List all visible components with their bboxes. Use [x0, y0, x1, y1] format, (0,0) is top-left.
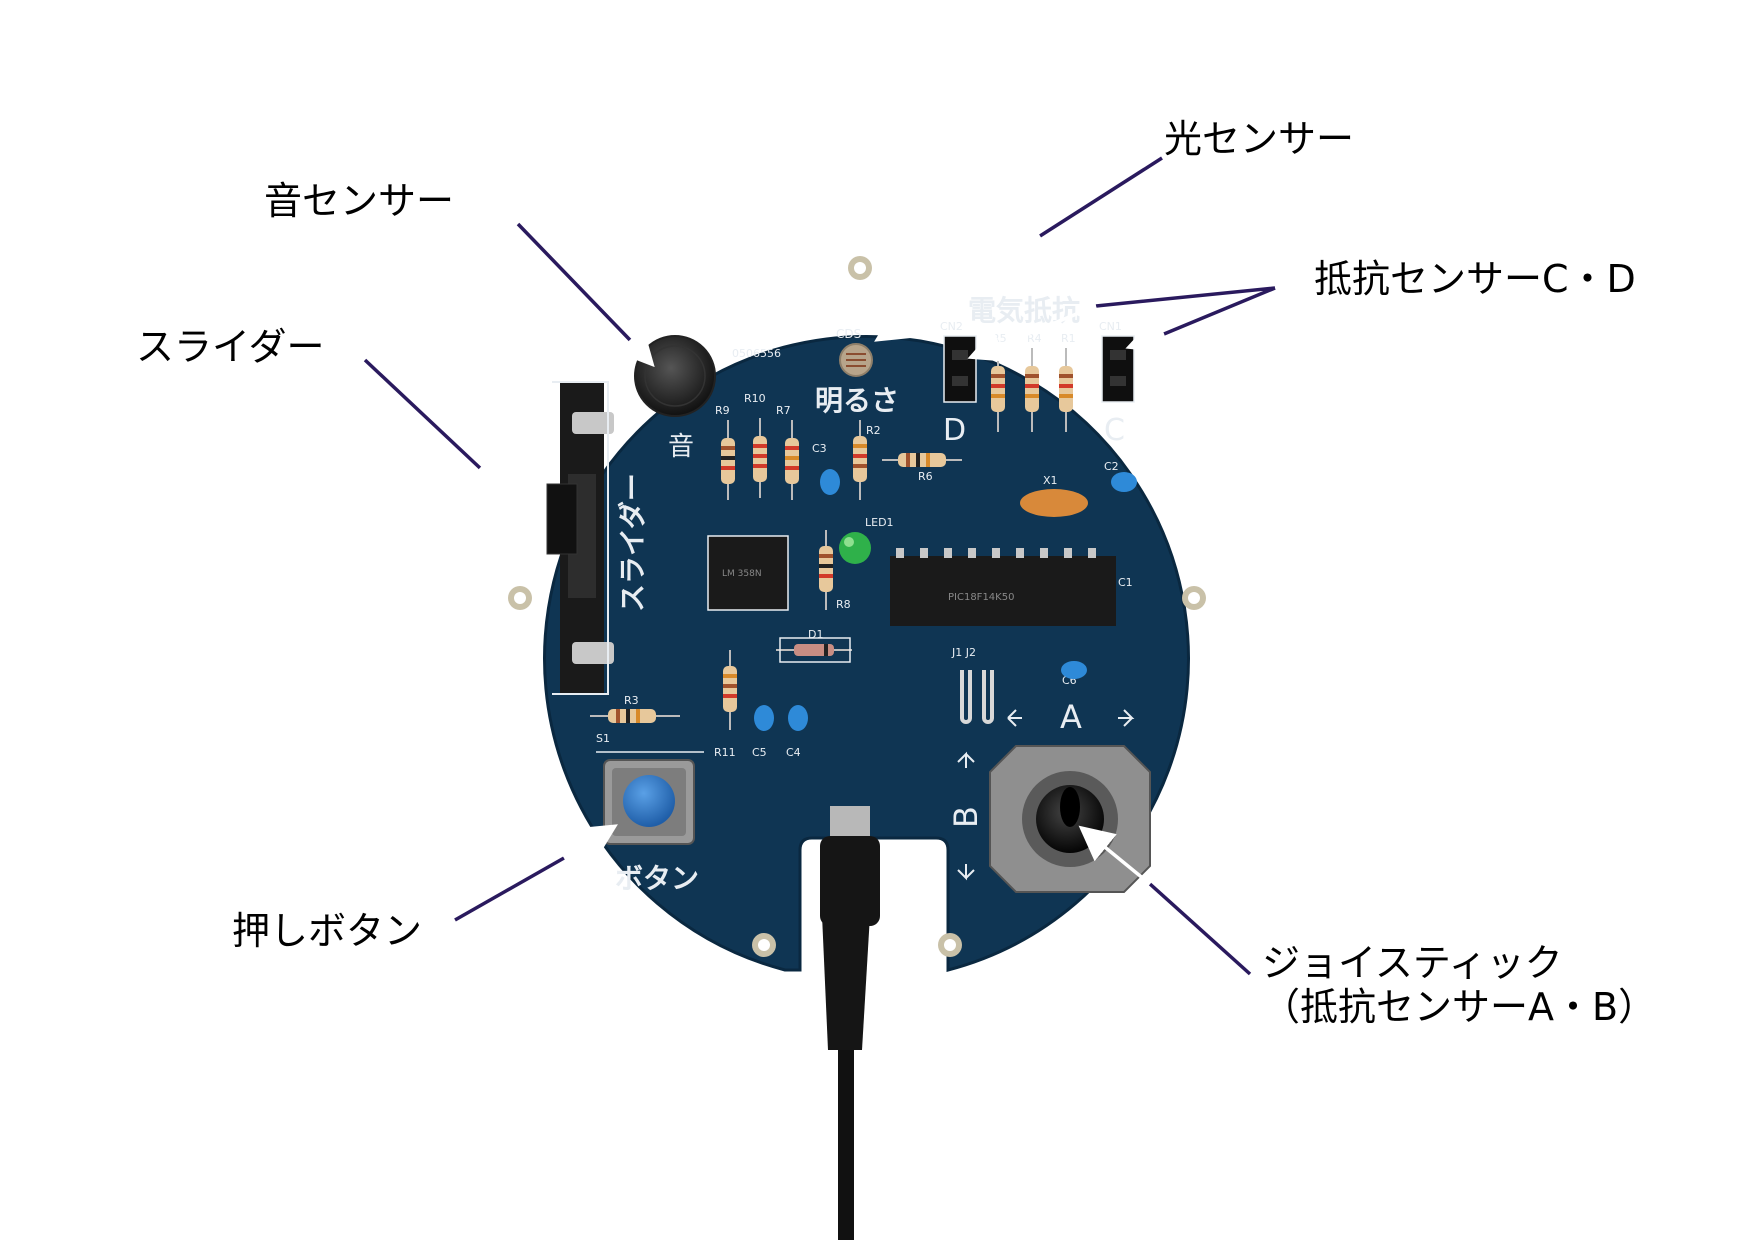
label-r9: R9 — [715, 404, 730, 417]
diode-d1 — [776, 637, 852, 663]
label-r1: R1 — [1061, 332, 1076, 345]
resistance-heading: 電気抵抗 — [968, 294, 1080, 327]
resistor-r5 — [991, 348, 1005, 432]
label-c2: C2 — [1104, 460, 1119, 473]
pointer-button-icon — [563, 824, 618, 860]
callout-slider: スライダー — [136, 325, 325, 369]
arrow-down-icon — [957, 864, 975, 881]
callout-joystick: ジョイスティック （抵抗センサーA・B） — [1262, 941, 1657, 1029]
pointer-light-icon — [874, 234, 1041, 342]
push-button-component — [596, 751, 704, 845]
slider-component — [546, 381, 614, 695]
usb-cable — [822, 915, 870, 1240]
resistor-r8 — [819, 530, 833, 610]
jumpers-j1j2 — [960, 670, 994, 724]
resistor-r1 — [1059, 348, 1073, 432]
callout-joystick-line1: ジョイスティック — [1262, 941, 1563, 985]
ic-lm358: LM 358N — [707, 535, 789, 611]
connector-cn2 — [943, 335, 977, 403]
light-sensor-cds — [839, 343, 873, 377]
leader-line-joystick — [1148, 882, 1252, 976]
label-r6: R6 — [918, 470, 933, 483]
leader-line-slider — [363, 358, 482, 470]
capacitor-c6 — [1061, 661, 1087, 679]
capacitor-c3 — [820, 469, 840, 495]
label-x1: X1 — [1043, 474, 1058, 487]
ic-lm358-text: LM 358N — [722, 569, 762, 579]
resistor-r11 — [723, 650, 737, 730]
label-c3: C3 — [812, 442, 827, 455]
usb-connector — [820, 806, 880, 926]
capacitors — [754, 469, 1137, 731]
capacitor-c4 — [788, 705, 808, 731]
brightness-label: 明るさ — [815, 384, 899, 417]
leader-line-sound — [516, 222, 632, 342]
pointer-cn1-icon — [1125, 319, 1165, 353]
resistor-r9 — [721, 420, 735, 500]
label-r4: R4 — [1027, 332, 1042, 345]
label-r10: R10 — [744, 392, 766, 405]
label-cds: CDS — [836, 327, 861, 341]
pointer-cn2-icon — [967, 304, 1097, 362]
arrow-right-icon — [1118, 709, 1135, 727]
pointer-sound-icon — [618, 329, 655, 368]
serial-number: 0506556 — [732, 347, 781, 360]
arrow-up-icon — [957, 751, 975, 768]
leader-line-resistance-cd — [1095, 286, 1276, 336]
resistor-r4 — [1025, 348, 1039, 432]
label-r11: R11 — [714, 746, 736, 759]
label-d1: D1 — [808, 628, 823, 641]
resistor-r3 — [590, 709, 680, 723]
leader-line-button — [454, 856, 565, 922]
resistor-r7 — [785, 420, 799, 500]
callout-resistance-sensor-cd: 抵抗センサーC・D — [1314, 257, 1636, 301]
resistors — [590, 348, 1073, 730]
ic-pic: PIC18F14K50 — [890, 548, 1116, 626]
joystick-component — [989, 745, 1151, 893]
label-r8: R8 — [836, 598, 851, 611]
callout-sound-sensor: 音センサー — [264, 179, 455, 223]
slider-vertical-label: スライダー — [616, 473, 649, 612]
pointer-slider-icon — [478, 466, 538, 519]
leader-lines — [363, 156, 1276, 976]
capacitor-c5 — [754, 705, 774, 731]
resistor-r2 — [853, 420, 867, 500]
label-r7: R7 — [776, 404, 791, 417]
label-s1: S1 — [596, 732, 610, 745]
label-c: C — [1104, 413, 1125, 448]
capacitor-c2 — [1111, 472, 1137, 492]
label-cn2: CN2 — [940, 320, 963, 333]
label-led1: LED1 — [865, 516, 894, 529]
label-r3: R3 — [624, 694, 639, 707]
pointer-joystick-icon — [1078, 825, 1152, 886]
callout-joystick-line2: （抵抗センサーA・B） — [1262, 984, 1657, 1029]
label-j1j2: J1 J2 — [951, 646, 976, 659]
ic-pic-text: PIC18F14K50 — [948, 592, 1014, 603]
arrow-left-icon — [1007, 709, 1022, 727]
direction-arrows — [957, 709, 1135, 881]
resistor-r10 — [753, 418, 767, 498]
microphone — [634, 335, 716, 417]
sound-label: 音 — [668, 432, 694, 462]
callout-push-button: 押しボタン — [232, 909, 423, 953]
button-label: ボタン — [615, 862, 699, 895]
label-c4: C4 — [786, 746, 801, 759]
callout-light-sensor: 光センサー — [1164, 117, 1355, 161]
label-c5: C5 — [752, 746, 767, 759]
label-r2: R2 — [866, 424, 881, 437]
label-c1: C1 — [1118, 576, 1133, 589]
label-d: D — [943, 413, 966, 448]
label-cn1: CN1 — [1099, 320, 1122, 333]
resistor-r6 — [882, 453, 962, 467]
crystal-x1 — [1020, 489, 1088, 517]
led-green — [839, 532, 871, 564]
label-b: B — [947, 806, 985, 828]
label-a: A — [1060, 698, 1082, 736]
leader-line-light — [1039, 156, 1163, 238]
connector-cn1 — [1101, 335, 1135, 403]
